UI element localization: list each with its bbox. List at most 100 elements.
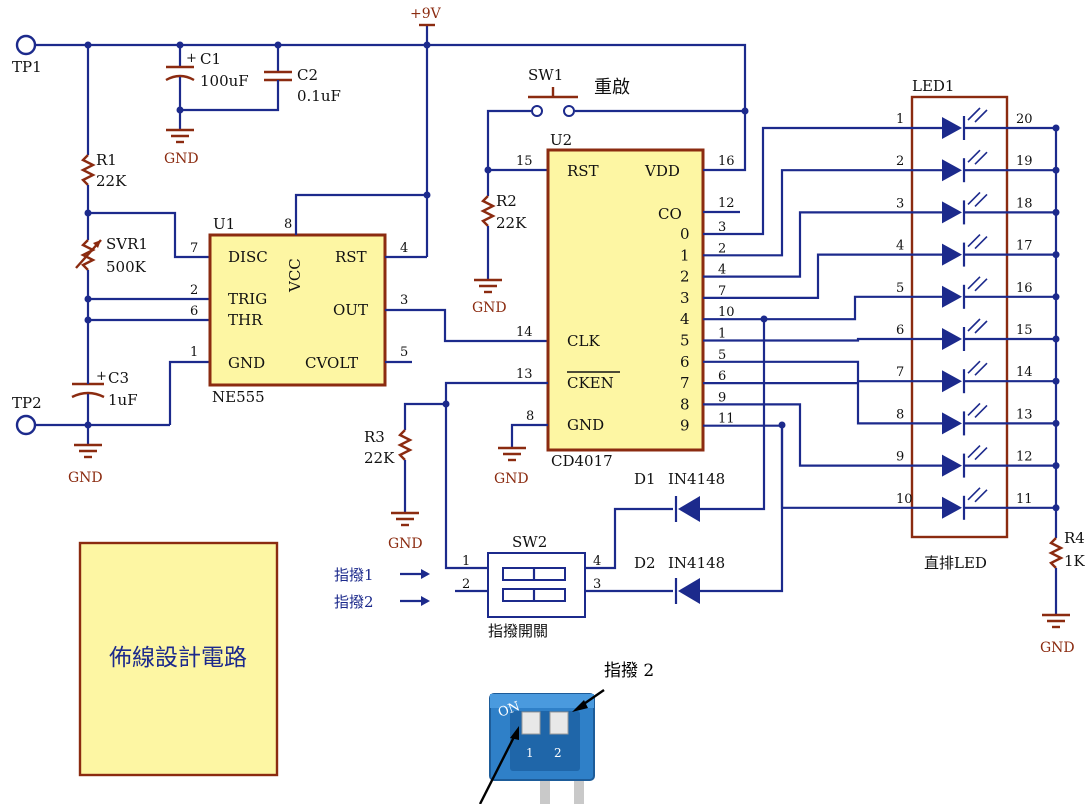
- u2-output-pin-number: 3: [718, 220, 726, 235]
- led-common-rail: [1042, 128, 1070, 629]
- u1-wiring: [294, 45, 548, 364]
- output-net-wire: [740, 337, 888, 342]
- gnd-label-c1: GND: [164, 151, 199, 167]
- led1-label: 直排LED: [924, 554, 987, 572]
- u2-num-rst: 15: [516, 154, 533, 169]
- led-emission-arrow: [967, 107, 981, 121]
- led-diode-icon: [942, 412, 962, 435]
- sw1-label: 重啟: [594, 77, 630, 98]
- led-left-pin-number: 6: [896, 323, 904, 338]
- photo-callout-arrows: [478, 689, 605, 804]
- gnd-symbol-left: [74, 443, 102, 459]
- u2-output-label: 6: [680, 353, 690, 371]
- gnd-label-r3: GND: [388, 536, 423, 552]
- led-diode-icon: [942, 328, 962, 350]
- u2-pin-cken: CKEN: [567, 374, 614, 392]
- u2-output-label: 9: [680, 417, 690, 435]
- u2-output-label: 0: [680, 225, 690, 243]
- led-emission-arrow: [974, 236, 988, 250]
- led-left-pin-number: 9: [896, 450, 904, 465]
- led-diode-icon: [942, 117, 962, 139]
- gnd-symbol-c1: [166, 128, 194, 144]
- power-rail: [34, 23, 747, 111]
- led-emission-arrow: [974, 404, 988, 418]
- sw2-pin-4: 4: [593, 554, 601, 569]
- c2-name: C2: [297, 66, 318, 84]
- led-left-pin-number: 5: [896, 281, 904, 296]
- u2-output-label: 4: [680, 310, 690, 328]
- u2-pin-clk: CLK: [567, 332, 600, 350]
- c1-capacitor: +: [165, 45, 197, 130]
- u2-output-pin-number: 5: [718, 348, 726, 363]
- sw2-pin-2: 2: [462, 577, 470, 592]
- u2-output-pin-number: 1: [718, 327, 726, 342]
- d2-value: IN4148: [668, 554, 725, 572]
- vcc-label: +9V: [410, 6, 442, 22]
- led-emission-arrow: [974, 193, 988, 207]
- led-diode-icon: [942, 496, 962, 519]
- led1-body: [910, 95, 1009, 539]
- tp1-terminal: [15, 34, 37, 56]
- led-emission-arrow: [974, 151, 988, 165]
- svg-text:+: +: [186, 51, 197, 66]
- u2-output-label: 2: [680, 268, 690, 286]
- led-right-pin-number: 18: [1016, 196, 1033, 211]
- led-segment: 9 12: [888, 445, 1060, 478]
- u2-output-label: 3: [680, 289, 690, 307]
- u2-num-vdd: 16: [718, 154, 735, 169]
- led-emission-arrow: [967, 234, 981, 248]
- title-box-text: 佈線設計電路: [109, 645, 247, 671]
- u1-num-cvolt: 5: [400, 345, 408, 360]
- led-left-pin-number: 4: [896, 239, 904, 254]
- led-emission-arrow: [974, 320, 988, 334]
- led-left-pin-number: 1: [896, 112, 904, 127]
- u2-num-co: 12: [718, 196, 735, 211]
- gnd-label-r2: GND: [472, 300, 507, 316]
- r1-value: 22K: [96, 172, 127, 190]
- led1-name: LED1: [912, 77, 954, 95]
- led-right-pin-number: 12: [1016, 450, 1033, 465]
- u2-ref: U2: [550, 131, 572, 149]
- u1-pin-out: OUT: [333, 301, 368, 319]
- u1-num-trig: 2: [190, 283, 198, 298]
- r1-name: R1: [96, 151, 117, 169]
- c3-name: C3: [108, 369, 129, 387]
- led-emission-arrow: [967, 445, 981, 459]
- gnd-label-left: GND: [68, 470, 103, 486]
- d2-name: D2: [634, 554, 656, 572]
- led-left-pin-number: 3: [896, 196, 904, 211]
- r3-value: 22K: [364, 449, 395, 467]
- u1-part: NE555: [212, 388, 265, 406]
- u1-ref: U1: [213, 215, 235, 233]
- dip-photo-on-text: ON: [496, 699, 522, 721]
- sw2-label: 指撥開關: [488, 622, 548, 640]
- u2-static-wiring: [444, 107, 749, 462]
- sw2-pin-3: 3: [593, 577, 601, 592]
- output-net-wire: [740, 211, 888, 278]
- r2-name: R2: [496, 192, 517, 210]
- output-net-wire: [740, 169, 888, 257]
- u2-output-pin-number: 10: [718, 305, 735, 320]
- u1-num-vcc: 8: [284, 217, 292, 232]
- u2-output-label: 5: [680, 332, 690, 350]
- c1-name: C1: [200, 50, 221, 68]
- u2-pin-gnd: GND: [567, 416, 604, 434]
- led-right-pin-number: 15: [1016, 323, 1033, 338]
- c3-value: 1uF: [108, 391, 138, 409]
- sw2-dip-switch: [444, 404, 673, 618]
- u2-pin-co: CO: [658, 205, 682, 223]
- led-emission-arrow: [967, 402, 981, 416]
- u1-num-rst: 4: [400, 241, 408, 256]
- svr1-potentiometer: [75, 209, 210, 372]
- led-right-pin-number: 19: [1016, 154, 1033, 169]
- u1-num-disc: 7: [190, 241, 198, 256]
- led-left-pin-number: 7: [896, 365, 904, 380]
- led-diode-icon: [942, 285, 962, 308]
- u1-pin-vcc: VCC: [286, 258, 304, 293]
- dip-photo-callout: 指撥 2: [604, 661, 654, 681]
